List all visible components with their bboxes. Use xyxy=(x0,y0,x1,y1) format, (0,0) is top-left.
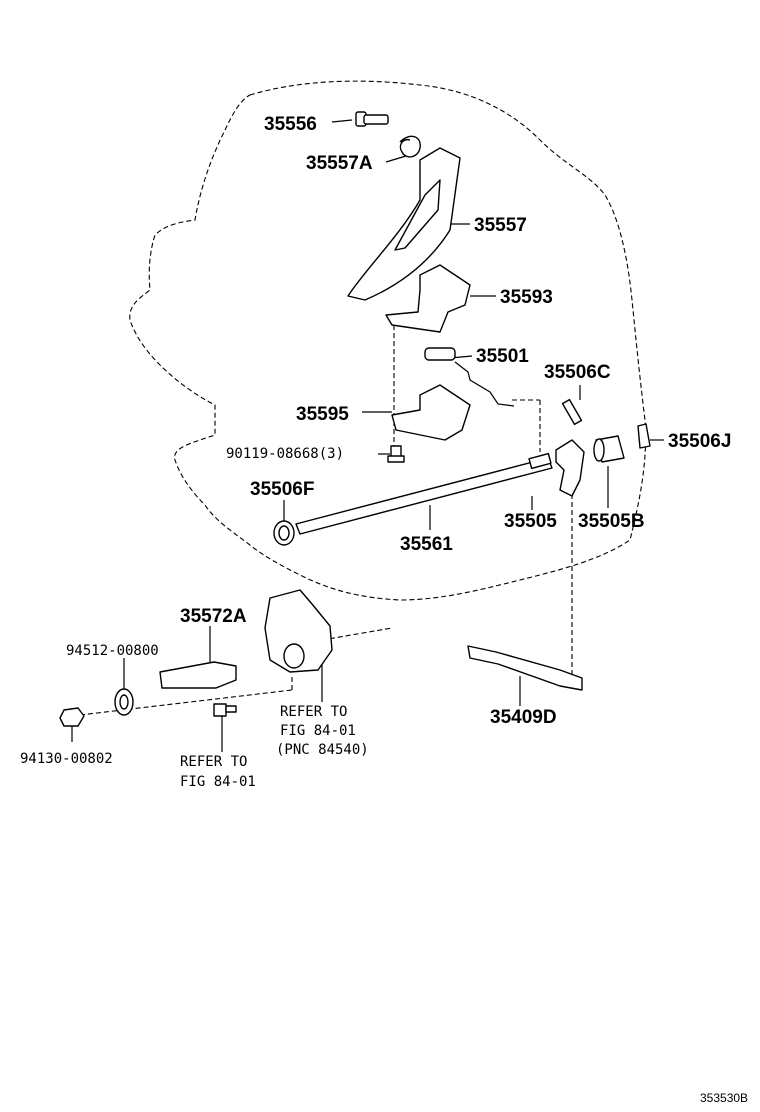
part-35506J-clip xyxy=(637,423,651,449)
label-94130-00802: 94130-00802 xyxy=(20,751,113,767)
label-90119-08668: 90119-08668(3) xyxy=(226,446,344,462)
transmission-case-outline xyxy=(129,80,647,601)
part-bracket-plate xyxy=(159,661,237,689)
part-94130-00802-nut xyxy=(59,707,85,727)
label-35556: 35556 xyxy=(264,114,317,135)
part-35572A-switch xyxy=(264,589,333,673)
label-35557: 35557 xyxy=(474,215,527,236)
leader-35557A xyxy=(385,155,407,163)
align-dash-5 xyxy=(79,689,293,716)
label-35505B: 35505B xyxy=(578,511,645,532)
label-35409D: 35409D xyxy=(490,707,557,728)
label-35501: 35501 xyxy=(476,346,529,367)
label-35506C: 35506C xyxy=(544,362,611,383)
part-90119-bolt xyxy=(387,445,405,463)
label-35506J: 35506J xyxy=(668,431,731,452)
figure-code: 353530B xyxy=(700,1091,748,1105)
ref2-line1: REFER TO xyxy=(180,754,247,770)
label-35572A: 35572A xyxy=(180,606,247,627)
part-35593-bracket xyxy=(385,264,471,333)
part-35557-lever xyxy=(347,147,461,301)
ref1-line1: REFER TO xyxy=(280,704,347,720)
label-35506F: 35506F xyxy=(250,479,314,500)
part-switch-bolt xyxy=(213,703,237,717)
leader-35556 xyxy=(331,119,353,123)
label-35595: 35595 xyxy=(296,404,349,425)
part-35505B-bushing xyxy=(593,435,625,463)
part-35595-bracket xyxy=(391,384,471,441)
align-dash-7 xyxy=(321,627,393,641)
label-35593: 35593 xyxy=(500,287,553,308)
ref1-line2: FIG 84-01 xyxy=(280,723,356,739)
ref1-line3: (PNC 84540) xyxy=(276,742,369,758)
part-35556-bolt xyxy=(355,111,389,127)
part-35506F-seal xyxy=(273,520,295,546)
label-35561: 35561 xyxy=(400,534,453,555)
label-35505: 35505 xyxy=(504,511,557,532)
part-35557A-spring xyxy=(399,135,421,158)
label-94512-00800: 94512-00800 xyxy=(66,643,159,659)
label-35557A: 35557A xyxy=(306,153,373,174)
part-35506C-pin xyxy=(561,398,583,426)
ref2-line2: FIG 84-01 xyxy=(180,774,256,790)
part-35561-shaft xyxy=(295,452,553,535)
part-35409D-lever xyxy=(467,645,583,691)
part-35505-shifthead xyxy=(555,439,585,497)
part-35501-shaft xyxy=(424,347,515,407)
part-94512-00800-washer xyxy=(114,688,134,716)
